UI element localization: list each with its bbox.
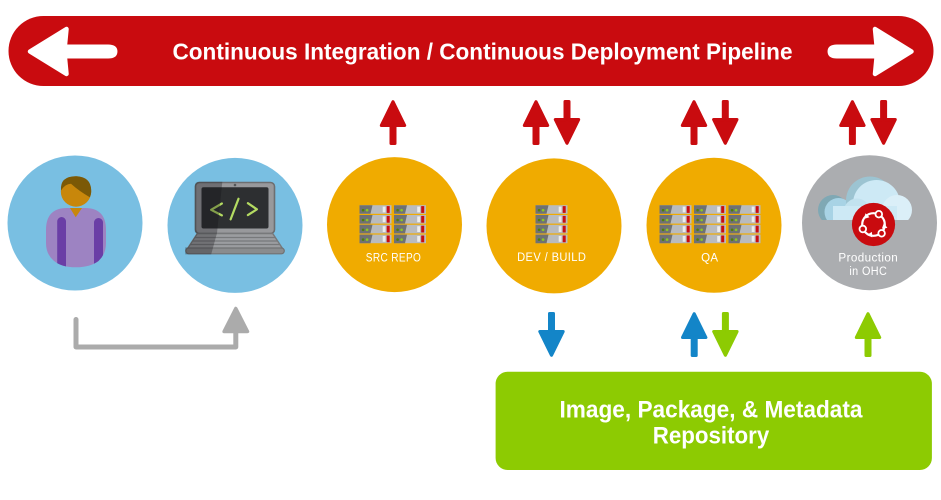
svg-text:Repository: Repository	[653, 422, 770, 449]
svg-text:DEV / BUILD: DEV / BUILD	[517, 252, 586, 264]
svg-text:QA: QA	[701, 253, 718, 265]
svg-text:Continuous Integration / Conti: Continuous Integration / Continuous Depl…	[173, 39, 793, 65]
svg-text:in OHC: in OHC	[849, 266, 887, 278]
svg-text:Production: Production	[838, 252, 898, 264]
svg-text:SRC REPO: SRC REPO	[366, 252, 421, 264]
svg-text:Image, Package, & Metadata: Image, Package, & Metadata	[560, 396, 863, 423]
